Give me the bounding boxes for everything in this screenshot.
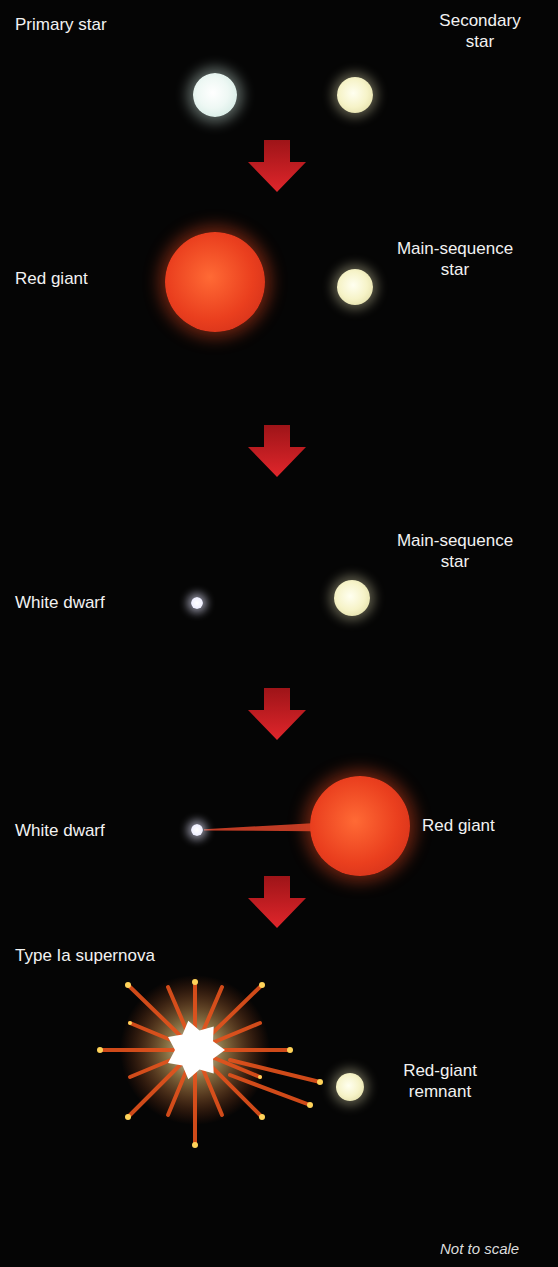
primary-star: Primary star: [193, 73, 237, 117]
white-dwarf: White dwarf: [191, 597, 203, 609]
stage-label: White dwarf: [15, 592, 145, 613]
stage-label: White dwarf: [15, 820, 145, 841]
stage-label: Red giant: [15, 268, 135, 289]
red-giant: Red giant: [310, 776, 410, 876]
main-sequence-star: Main-sequence star: [337, 269, 373, 305]
stage-label: Secondary star: [425, 10, 535, 52]
stage-label: Red-giant remnant: [385, 1060, 495, 1102]
down-arrow: [248, 140, 306, 192]
red-giant: Red giant: [165, 232, 265, 332]
explosion-core: [168, 1021, 225, 1079]
stage-label: Main-sequence star: [385, 238, 525, 280]
secondary-star: Secondary star: [337, 77, 373, 113]
explosion-rays: [97, 975, 323, 1148]
stage-label: Red giant: [422, 815, 542, 836]
stage-label: Main-sequence star: [385, 530, 525, 572]
mass-transfer-stream: [204, 823, 312, 831]
stage-label: Type Ia supernova: [15, 945, 215, 966]
down-arrow: [248, 425, 306, 477]
explosion-core-shape: [165, 1020, 225, 1080]
down-arrow: [248, 688, 306, 740]
supernova-core: Type Ia supernova: [165, 1020, 225, 1080]
scale-note: Not to scale: [440, 1240, 519, 1257]
down-arrow: [248, 876, 306, 928]
white-dwarf: White dwarf: [191, 824, 203, 836]
main-sequence-star: Main-sequence star: [334, 580, 370, 616]
red-giant-remnant: Red-giant remnant: [336, 1073, 364, 1101]
stage-label: Primary star: [15, 14, 165, 35]
